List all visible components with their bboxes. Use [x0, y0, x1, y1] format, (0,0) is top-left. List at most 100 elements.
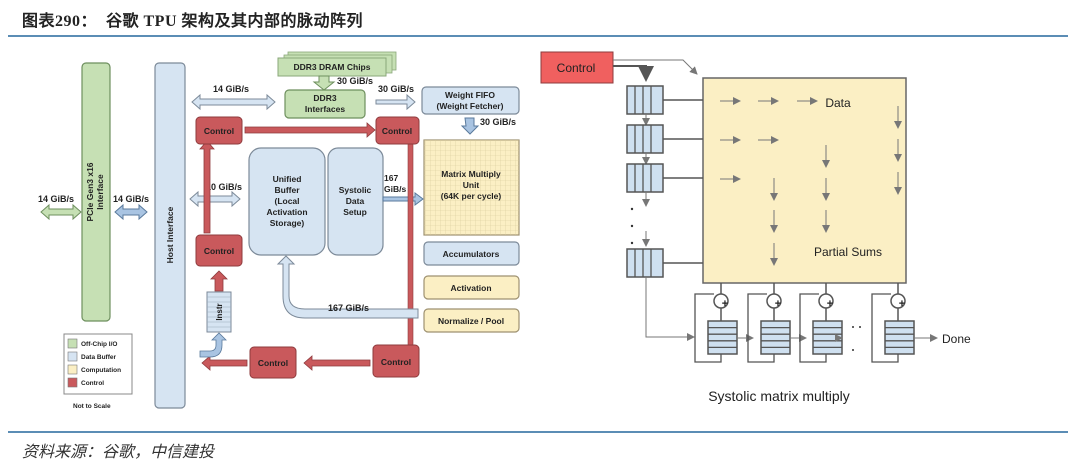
host-ub-arrow: 10 GiB/s	[189, 182, 242, 208]
external-pcie-arrow: 14 GiB/s	[38, 194, 82, 221]
queue-body	[626, 248, 664, 278]
input-queue	[626, 85, 703, 126]
instr-up-arrow	[210, 270, 228, 292]
ub-line1: Unified	[273, 174, 302, 184]
input-queue	[626, 124, 703, 165]
legend: Off-Chip I/O Data Buffer Computation Con…	[63, 333, 133, 410]
bw-fifo-mmu: 30 GiB/s	[480, 117, 516, 127]
accumulators-block: Accumulators	[423, 241, 520, 266]
fifo-mmu-arrow: 30 GiB/s	[460, 117, 516, 135]
ddr3-dram-chips: DDR3 DRAM Chips	[277, 51, 397, 77]
ub-line4: Activation	[266, 207, 307, 217]
bw-ddr-fifo: 30 GiB/s	[378, 84, 414, 94]
ellipsis-dot	[859, 326, 861, 328]
legend-label: Off-Chip I/O	[81, 341, 117, 348]
ellipsis-dot	[630, 207, 634, 211]
bw-sds-mmu-2: GiB/s	[384, 184, 406, 194]
done-label: Done	[942, 332, 971, 346]
input-queue	[626, 248, 703, 278]
dram-ddr3-arrow: 30 GiB/s	[312, 75, 373, 91]
instr-label: Instr	[215, 303, 224, 320]
plus-icon: +	[722, 298, 728, 310]
figure-title: 图表290： 谷歌 TPU 架构及其内部的脉动阵列	[22, 13, 364, 30]
accumulators-label: Accumulators	[443, 249, 500, 259]
legend-item-control: Control	[67, 377, 104, 388]
host-interface-block: Host Interface	[154, 62, 186, 409]
ub-line5: Storage)	[270, 218, 305, 228]
source-note: 资料来源：谷歌，中信建投	[22, 444, 215, 461]
sds-line1: Systolic	[339, 185, 372, 195]
plus-icon: +	[775, 298, 781, 310]
accumulator-unit: +	[747, 283, 807, 363]
feedback-loop	[799, 293, 827, 363]
accum-register	[760, 320, 791, 355]
ellipsis-dot	[630, 241, 634, 245]
control-label: Control	[204, 246, 234, 256]
feedback-loop	[694, 293, 722, 363]
bw-dram-ddr: 30 GiB/s	[337, 76, 373, 86]
pcie-interface-block: PCIe Gen3 x16 Interface	[81, 62, 111, 322]
accumulator-unit: +	[694, 283, 754, 363]
host-ddr3-arrow: 14 GiB/s	[191, 84, 276, 111]
host-interface-label: Host Interface	[165, 206, 175, 263]
mmu-line2: Unit	[463, 180, 480, 190]
ellipsis-dot	[852, 326, 854, 328]
control-label: Control	[204, 126, 234, 136]
flow-arrows	[720, 97, 902, 266]
ellipsis-dot	[852, 349, 854, 351]
accum-register	[707, 320, 738, 355]
queue-to-accum-line	[645, 277, 695, 341]
accumulator-units: + + + +	[694, 283, 915, 363]
control-block-bottom-right: Control	[372, 344, 420, 378]
accum-register	[812, 320, 843, 355]
footer-rule	[8, 431, 1068, 433]
bw-pool-ub: 167 GiB/s	[328, 303, 369, 313]
control-label: Control	[381, 357, 411, 367]
control-block-mid-left: Control	[195, 234, 243, 267]
instruction-buffer: Instr	[206, 291, 232, 333]
systolic-data-setup-block: Systolic Data Setup	[327, 147, 384, 256]
control-label: Control	[382, 126, 412, 136]
legend-item-offchip: Off-Chip I/O	[67, 338, 117, 349]
queue-body	[626, 124, 664, 154]
ddr3-interfaces-block: DDR3 Interfaces	[284, 89, 366, 119]
ddr3-chips-label: DDR3 DRAM Chips	[294, 62, 371, 72]
plus-icon: +	[899, 298, 905, 310]
queue-body	[626, 163, 664, 193]
systolic-caption: Systolic matrix multiply	[708, 388, 850, 404]
systolic-array-diagram: Control Data Partial Sums ++++ Done Syst…	[540, 51, 971, 404]
accumulator-unit: +	[799, 283, 843, 363]
weight-fifo-line2: (Weight Fetcher)	[437, 101, 504, 111]
legend-label: Computation	[81, 367, 121, 374]
ub-line3: (Local	[274, 196, 299, 206]
plus-icon: +	[827, 298, 833, 310]
mmu-line1: Matrix Multiply	[441, 169, 501, 179]
unified-buffer-block: Unified Buffer (Local Activation Storage…	[248, 147, 326, 256]
sds-line2: Data	[346, 196, 365, 206]
tpu-block-diagram: 14 GiB/s PCIe Gen3 x16 Interface 14 GiB/…	[38, 51, 520, 410]
not-to-scale-note: Not to Scale	[73, 403, 111, 410]
bw-pcie-host: 14 GiB/s	[113, 194, 149, 204]
pcie-label-line2: Interface	[95, 174, 105, 210]
control-block-top-left: Control	[195, 116, 243, 145]
input-queues	[626, 85, 703, 341]
ellipsis-dot	[630, 224, 634, 228]
control-to-array-arrow	[613, 59, 698, 75]
legend-item-data-buffer: Data Buffer	[67, 351, 117, 362]
legend-label: Control	[81, 380, 104, 387]
bw-ext-pcie: 14 GiB/s	[38, 194, 74, 204]
ddr3-if-line1: DDR3	[313, 93, 336, 103]
pool-ub-return-arrow: 167 GiB/s	[276, 255, 419, 319]
accumulator-unit: +	[871, 283, 915, 363]
sds-mmu-arrow: 167 GiB/s	[382, 173, 424, 206]
control-block-bottom-mid: Control	[249, 346, 297, 379]
weight-fifo-block: Weight FIFO (Weight Fetcher)	[421, 86, 520, 115]
control-label: Control	[258, 358, 288, 368]
systolic-control-label: Control	[557, 61, 596, 75]
ub-line2: Buffer	[274, 185, 300, 195]
activation-block: Activation	[423, 275, 520, 300]
matrix-multiply-unit: Matrix Multiply Unit (64K per cycle)	[423, 139, 520, 236]
header-rule	[8, 35, 1068, 37]
mmu-line3: (64K per cycle)	[441, 191, 502, 201]
